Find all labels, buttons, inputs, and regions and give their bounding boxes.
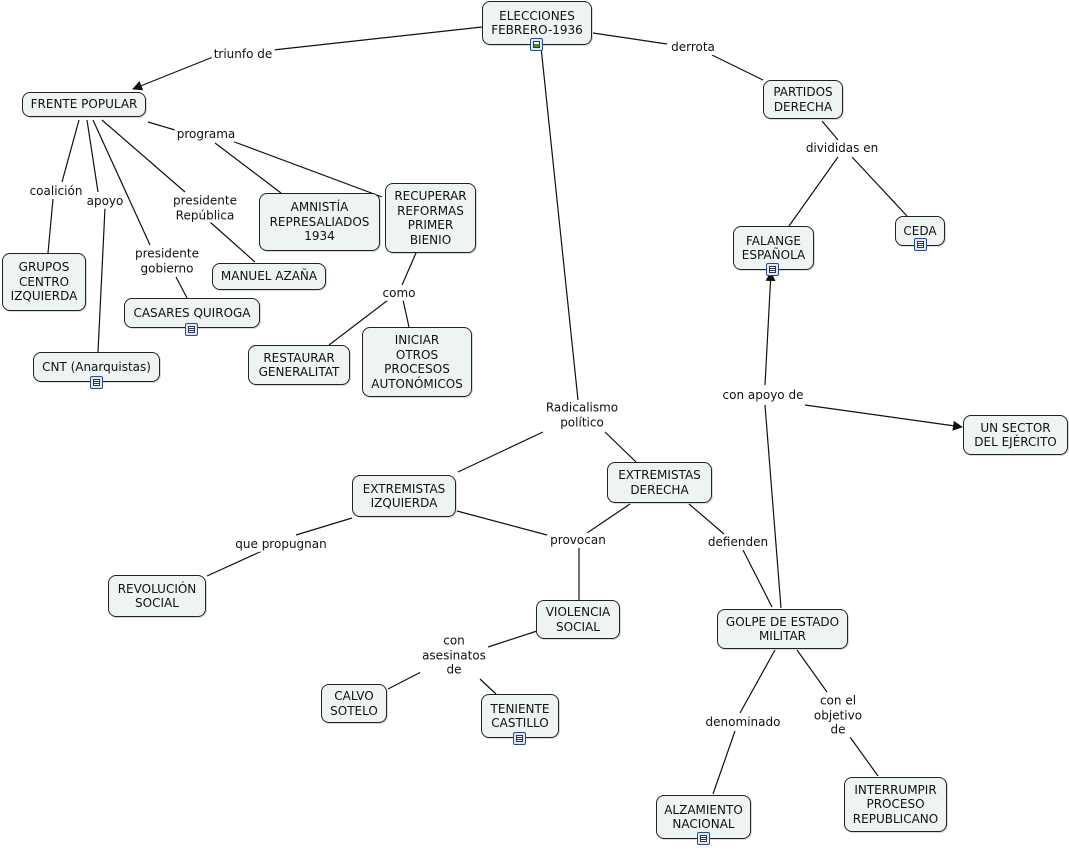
- edge-como-restaurar: [328, 299, 389, 346]
- edge-elecciones-triunfo: [272, 26, 483, 51]
- edge-objetivo-interrumpir: [849, 736, 879, 777]
- edge-golpe-conapoyo: [764, 404, 782, 609]
- edge-recuperar-como: [401, 252, 417, 286]
- edge-presrep-azana: [209, 221, 256, 263]
- link-label-que-propugnan: que propugnan: [233, 536, 329, 552]
- link-label-radicalismo-politico: Radicalismo político: [543, 400, 621, 430]
- edge-asesinatos-teniente: [479, 678, 497, 695]
- node-golpe-estado[interactable]: GOLPE DE ESTADO MILITAR: [717, 609, 848, 649]
- edge-programa-recuperar: [231, 140, 383, 198]
- node-interrumpir-proceso[interactable]: INTERRUMPIR PROCESO REPUBLICANO: [844, 777, 947, 832]
- edge-frente-programa: [147, 121, 176, 131]
- node-falange-espanola[interactable]: FALANGE ESPAÑOLA: [733, 226, 814, 270]
- edge-frente-coalicion: [61, 119, 80, 183]
- link-label-triunfo-de: triunfo de: [211, 46, 275, 62]
- link-label-presidente-gobierno: presidente gobierno: [133, 246, 201, 276]
- edge-frente-presrep: [101, 119, 186, 193]
- edge-asesinatos-calvo: [387, 671, 422, 690]
- edge-programa-amnistia: [214, 142, 282, 194]
- link-label-con-apoyo-de: con apoyo de: [720, 387, 806, 403]
- edge-golpe-objetivo: [796, 649, 828, 693]
- edge-triunfo-frente: [132, 56, 214, 91]
- edge-violencia-asesinatos: [487, 630, 538, 648]
- node-frente-popular[interactable]: FRENTE POPULAR: [22, 92, 146, 117]
- link-label-apoyo: apoyo: [84, 193, 126, 209]
- edge-frente-apoyo: [86, 119, 99, 193]
- node-extremistas-izquierda[interactable]: EXTREMISTAS IZQUIERDA: [352, 475, 456, 517]
- edge-como-iniciar: [402, 299, 410, 328]
- node-iniciar-procesos[interactable]: INICIAR OTROS PROCESOS AUTONÓMICOS: [362, 327, 472, 397]
- edge-divididas-ceda: [851, 156, 908, 217]
- node-grupos-centro-izquierda[interactable]: GRUPOS CENTRO IZQUIERDA: [2, 253, 86, 311]
- edge-apoyo-cnt: [97, 207, 106, 353]
- document-resource-icon[interactable]: [766, 263, 779, 276]
- link-label-defienden: defienden: [705, 534, 771, 550]
- node-manuel-azana[interactable]: MANUEL AZAÑA: [212, 263, 326, 290]
- edge-denominado-alzamiento: [712, 730, 736, 795]
- link-label-presidente-republica: presidente República: [171, 193, 239, 223]
- edge-extizq-propugnan: [295, 517, 353, 536]
- node-partidos-derecha[interactable]: PARTIDOS DERECHA: [763, 80, 843, 119]
- edge-divididas-falange: [788, 156, 839, 227]
- edge-derrota-partidos: [711, 54, 764, 81]
- link-label-como: como: [380, 285, 418, 301]
- node-alzamiento-nacional[interactable]: ALZAMIENTO NACIONAL: [656, 795, 751, 839]
- link-label-denominado: denominado: [703, 714, 783, 730]
- link-label-con-el-objetivo-de: con el objetivo de: [811, 693, 865, 737]
- document-resource-icon[interactable]: [185, 323, 198, 336]
- link-label-provocan: provocan: [548, 532, 608, 548]
- edge-propugnan-revolucion: [206, 550, 263, 577]
- link-label-programa: programa: [174, 126, 238, 142]
- edge-conapoyo-falange: [764, 271, 776, 386]
- node-calvo-sotelo[interactable]: CALVO SOTELO: [321, 684, 387, 723]
- document-resource-icon[interactable]: [513, 732, 526, 745]
- node-revolucion-social[interactable]: REVOLUCIÓN SOCIAL: [108, 575, 206, 617]
- edge-extder-defienden: [688, 503, 725, 535]
- document-resource-icon[interactable]: [697, 832, 710, 845]
- edge-defienden-golpe: [742, 549, 773, 608]
- link-label-divididas-en: divididas en: [803, 140, 881, 156]
- edge-elecciones-radicalismo: [540, 46, 579, 401]
- document-resource-icon[interactable]: [914, 238, 927, 251]
- edge-radicalismo-extizq: [457, 431, 544, 473]
- edge-frente-presgob: [92, 119, 151, 246]
- node-violencia-social[interactable]: VIOLENCIA SOCIAL: [536, 600, 620, 639]
- edge-extder-provocan: [586, 503, 631, 534]
- edge-conapoyo-sector: [804, 404, 963, 431]
- edge-radicalismo-extder: [604, 431, 637, 463]
- document-resource-icon[interactable]: [90, 376, 103, 389]
- node-amnistia[interactable]: AMNISTÍA REPRESALIADOS 1934: [259, 193, 380, 251]
- edge-extizq-provocan: [456, 510, 548, 536]
- link-label-coalicion: coalición: [27, 183, 85, 199]
- node-extremistas-derecha[interactable]: EXTREMISTAS DERECHA: [607, 462, 712, 503]
- edge-elecciones-derrota: [592, 32, 668, 45]
- node-ceda[interactable]: CEDA: [895, 216, 945, 246]
- node-recuperar-reformas[interactable]: RECUPERAR REFORMAS PRIMER BIENIO: [385, 183, 476, 253]
- link-label-derrota: derrota: [669, 39, 717, 55]
- link-label-con-asesinatos-de: con asesinatos de: [420, 633, 488, 677]
- node-restaurar-generalitat[interactable]: RESTAURAR GENERALITAT: [248, 345, 350, 385]
- edge-presgob-casares: [175, 276, 188, 299]
- edge-coalicion-grupos: [47, 198, 54, 254]
- node-teniente-castillo[interactable]: TENIENTE CASTILLO: [481, 694, 559, 738]
- node-sector-ejercito[interactable]: UN SECTOR DEL EJÉRCITO: [963, 415, 1068, 455]
- edge-golpe-denominado: [739, 649, 776, 714]
- image-resource-icon[interactable]: [530, 38, 543, 51]
- edge-partidos-divididas: [821, 120, 839, 141]
